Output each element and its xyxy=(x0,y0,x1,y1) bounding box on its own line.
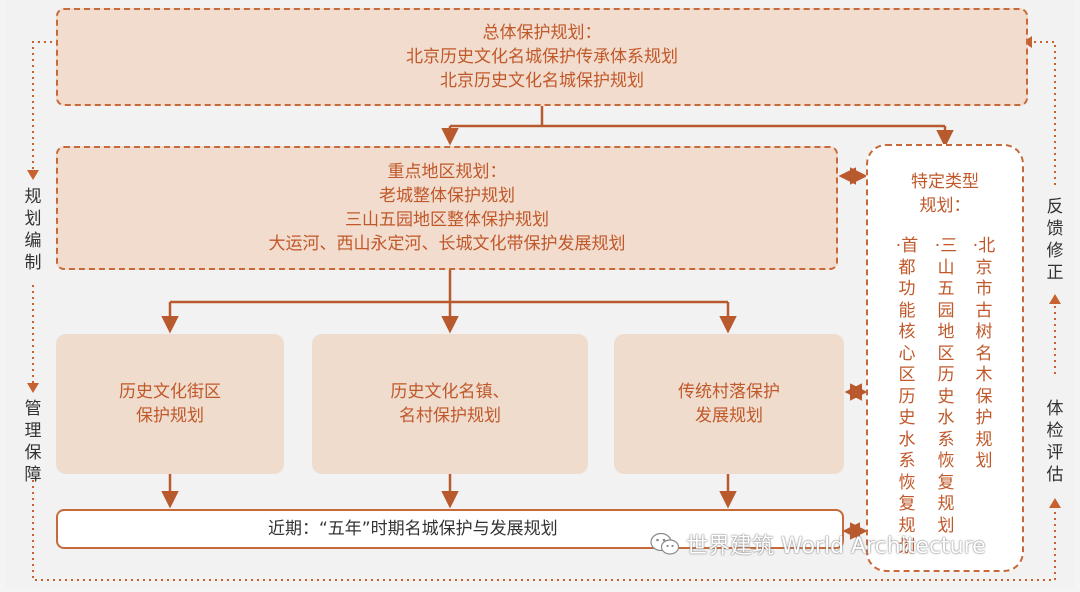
left-label-management: 管理保障 xyxy=(24,399,42,485)
dotted-arrowhead-right-2 xyxy=(1049,294,1061,304)
connector-overall-split xyxy=(450,106,945,128)
dotted-right-top xyxy=(1032,41,1056,185)
special-item-gumu: ·北京市古树名木保护规划 xyxy=(972,236,996,471)
overall-plan-line-1: 北京历史文化名城保护传承体系规划 xyxy=(406,47,678,67)
key-area-line-1: 老城整体保护规划 xyxy=(379,186,515,206)
watermark: 世界建筑 World Architecture xyxy=(650,528,986,560)
key-area-title: 重点地区规划： xyxy=(387,162,507,182)
sub-plan-box-1: 历史文化街区 保护规划 xyxy=(56,334,284,474)
dotted-left-top xyxy=(32,41,52,172)
right-label-evaluation: 体检评估 xyxy=(1046,399,1064,485)
overall-plan-line-2: 北京历史文化名城保护规划 xyxy=(440,71,644,91)
special-item-core-area: ·首都功能核心区历史水系恢复规划 xyxy=(895,236,919,557)
sub-plan-2-line-2: 名村保护规划 xyxy=(399,406,501,426)
sub-plan-3-line-2: 发展规划 xyxy=(695,406,763,426)
key-area-plan-box: 重点地区规划： 老城整体保护规划 三山五园地区整体保护规划 大运河、西山永定河、… xyxy=(56,146,838,270)
dotted-arrowhead-right-1 xyxy=(1049,498,1061,508)
overall-plan-box: 总体保护规划： 北京历史文化名城保护传承体系规划 北京历史文化名城保护规划 xyxy=(56,8,1028,106)
special-type-plan-box: 特定类型 规划： xyxy=(866,144,1024,572)
sub-plan-box-2: 历史文化名镇、 名村保护规划 xyxy=(312,334,588,474)
dotted-arrowhead-left-1 xyxy=(27,170,39,180)
left-label-planning: 规划编制 xyxy=(24,187,42,273)
right-label-feedback: 反馈修正 xyxy=(1046,197,1064,283)
wechat-icon xyxy=(650,532,680,555)
near-term-plan-box: 近期：“五年”时期名城保护与发展规划 xyxy=(56,509,844,549)
sub-plan-3-line-1: 传统村落保护 xyxy=(678,382,780,402)
special-item-sanshanwuyuan: ·三山五园地区历史水系恢复规划 xyxy=(934,236,958,536)
sub-plan-box-3: 传统村落保护 发展规划 xyxy=(614,334,844,474)
overall-plan-title: 总体保护规划： xyxy=(482,23,602,43)
connector-key-split xyxy=(170,270,728,304)
key-area-line-3: 大运河、西山永定河、长城文化带保护发展规划 xyxy=(268,234,626,254)
special-title-1: 特定类型 xyxy=(911,172,979,192)
near-term-text: 近期：“五年”时期名城保护与发展规划 xyxy=(268,519,558,539)
watermark-text: 世界建筑 World Architecture xyxy=(686,534,986,559)
sub-plan-1-line-2: 保护规划 xyxy=(136,406,204,426)
key-area-line-2: 三山五园地区整体保护规划 xyxy=(345,210,549,230)
dotted-loop-bottom xyxy=(32,480,1056,581)
special-title-2: 规划： xyxy=(919,196,971,216)
sub-plan-2-line-1: 历史文化名镇、 xyxy=(390,382,510,402)
sub-plan-1-line-1: 历史文化街区 xyxy=(119,382,221,402)
dotted-arrowhead-left-2 xyxy=(27,383,39,393)
